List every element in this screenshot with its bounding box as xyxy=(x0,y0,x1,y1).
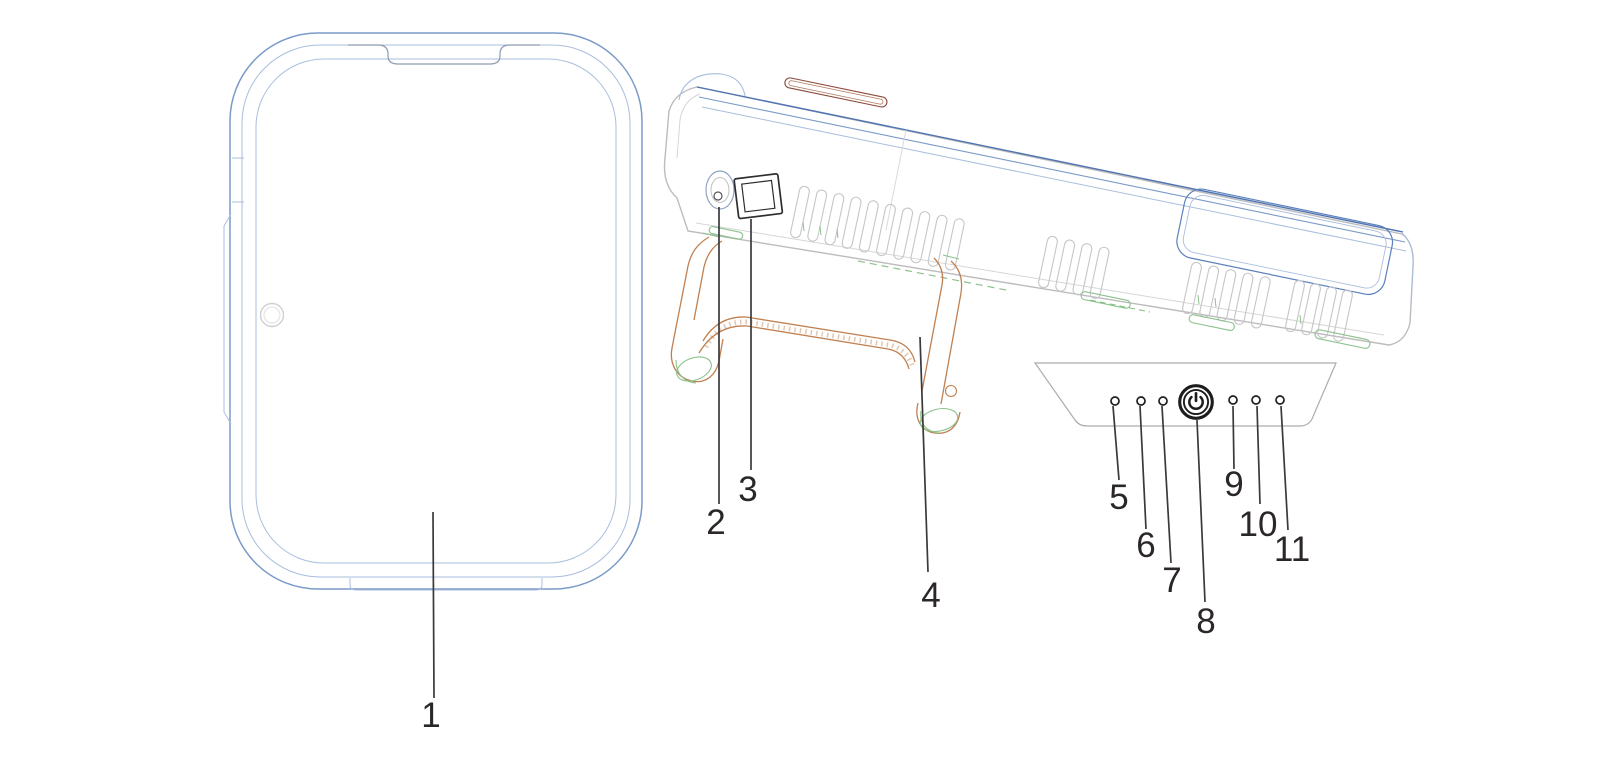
stand-feet-green xyxy=(675,356,959,434)
callout-label-2: 2 xyxy=(706,503,725,542)
callout-line-7 xyxy=(1161,405,1172,564)
callout-label-7: 7 xyxy=(1162,561,1181,600)
bolt-level-2-icon xyxy=(1248,381,1265,397)
body-seam xyxy=(885,129,907,231)
front-rim-outline xyxy=(241,44,631,578)
panel-outline xyxy=(1033,362,1337,427)
callout-label-5: 5 xyxy=(1109,478,1128,517)
top-latch-notch xyxy=(348,44,540,65)
stand-crossbar-bottom xyxy=(698,325,910,370)
callout-line-10 xyxy=(1256,405,1261,505)
bolt-level-1-icon xyxy=(1229,381,1239,397)
stand-crossbar-hatch xyxy=(703,319,915,366)
front-grille xyxy=(264,88,616,544)
power-jack xyxy=(705,170,735,210)
front-view xyxy=(223,32,643,591)
front-panel-outline xyxy=(255,58,617,564)
callout-label-3: 3 xyxy=(738,470,757,509)
side-latch-outline xyxy=(223,213,232,425)
indicator-led xyxy=(1136,396,1146,406)
callout-label-1: 1 xyxy=(421,696,440,735)
stand-right-foot xyxy=(916,402,961,434)
callout-label-9: 9 xyxy=(1224,465,1243,504)
front-circle-detail xyxy=(259,302,285,328)
right-cap-line xyxy=(1401,232,1414,306)
stand-left-leg-inner xyxy=(693,240,723,321)
side-view xyxy=(663,73,1414,434)
side-body-outline xyxy=(663,86,1414,346)
callout-label-8: 8 xyxy=(1196,602,1215,641)
indicator-led xyxy=(1228,395,1238,405)
lightning-bolt-glyph xyxy=(1229,381,1239,397)
lightning-bolt-glyph xyxy=(1283,381,1293,397)
callout-line-5 xyxy=(1112,405,1120,481)
callout-line-8 xyxy=(1196,419,1206,603)
stand-detent xyxy=(944,384,958,398)
callout-line-6 xyxy=(1139,405,1147,530)
handle-slot xyxy=(784,77,888,108)
stand xyxy=(670,236,963,434)
green-accents xyxy=(702,221,1371,349)
back-edge-line-1 xyxy=(696,86,1404,233)
lightning-bolt-glyph xyxy=(1270,381,1280,397)
stand-right-leg xyxy=(940,260,963,405)
callout-line-9 xyxy=(1232,405,1235,470)
fan-speed-high-icon xyxy=(1104,376,1124,396)
front-face-line xyxy=(676,93,701,159)
stand-left-leg xyxy=(670,236,724,383)
top-shoulder-dome xyxy=(678,73,746,101)
stand-crossbar-top xyxy=(702,316,916,363)
lightning-bolt-glyph xyxy=(1248,381,1258,397)
callout-line-4 xyxy=(919,336,929,573)
back-edge-line-3 xyxy=(701,106,1407,252)
foot-right xyxy=(919,407,959,433)
front-outer-outline xyxy=(229,32,643,590)
stand-right-leg-inner xyxy=(921,257,944,392)
indicator-leds xyxy=(1110,395,1285,406)
control-panel-view xyxy=(1033,362,1337,427)
lightning-bolt-glyph xyxy=(1256,381,1265,397)
io-port xyxy=(733,173,784,220)
lightning-bolt-glyph xyxy=(1277,381,1286,397)
indicator-led xyxy=(1251,395,1261,405)
callout-line-11 xyxy=(1280,405,1289,531)
indicator-led xyxy=(1110,396,1120,406)
callout-label-10: 10 xyxy=(1239,505,1278,544)
bolt-level-3-icon xyxy=(1270,381,1293,397)
handle-recess xyxy=(1176,188,1394,296)
callout-label-4: 4 xyxy=(921,576,940,615)
callout-lines xyxy=(432,207,1289,699)
callout-line-1 xyxy=(432,511,435,699)
fan-speed-medium-icon xyxy=(1129,375,1151,397)
indicator-led xyxy=(1275,395,1285,405)
bottom-tab-outline xyxy=(349,578,543,591)
bottom-seam-line xyxy=(695,222,1385,336)
fan-speed-low-icon xyxy=(1151,378,1171,398)
callout-labels: 1 2 3 4 5 6 7 8 9 10 11 xyxy=(421,465,1310,735)
callout-label-6: 6 xyxy=(1136,526,1155,565)
callout-label-11: 11 xyxy=(1274,530,1310,569)
indicator-led xyxy=(1158,396,1168,406)
foot-left xyxy=(676,356,712,382)
rim-seam-marks xyxy=(232,157,244,203)
back-edge-line-2 xyxy=(698,96,1406,243)
power-button-icon xyxy=(1178,384,1214,420)
